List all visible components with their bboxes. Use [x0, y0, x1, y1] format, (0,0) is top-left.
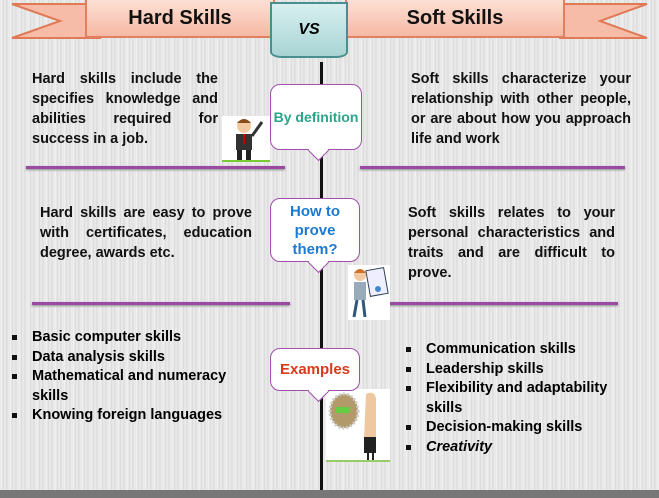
businessman-pointing-icon: [222, 116, 270, 162]
thinking-man-icon: [326, 389, 390, 462]
hard-skills-examples-list: Basic computer skills Data analysis skil…: [10, 328, 265, 426]
list-item: Mathematical and numeracy skills: [10, 367, 265, 406]
separator-line: [26, 166, 285, 169]
separator-line: [32, 302, 290, 305]
list-item: Decision-making skills: [404, 418, 614, 438]
list-item: Creativity: [404, 438, 614, 458]
hard-skills-title: Hard Skills: [85, 0, 275, 38]
soft-skills-title: Soft Skills: [345, 0, 565, 38]
list-item: Leadership skills: [404, 360, 614, 380]
examples-bubble: Examples: [270, 348, 360, 391]
by-definition-bubble: By definition: [270, 84, 362, 150]
vs-badge: VS: [270, 2, 348, 58]
list-item: Data analysis skills: [10, 348, 265, 368]
soft-skills-examples-list: Communication skills Leadership skills F…: [404, 340, 614, 457]
bottom-bar: [0, 490, 659, 498]
list-item: Communication skills: [404, 340, 614, 360]
list-item: Flexibility and adaptability skills: [404, 379, 614, 418]
man-with-certificate-icon: [348, 265, 390, 320]
separator-line: [360, 166, 625, 169]
how-to-prove-bubble: How to prove them?: [270, 198, 360, 262]
separator-line: [360, 302, 618, 305]
center-divider: [320, 62, 323, 490]
soft-prove-text: Soft skills relates to your personal cha…: [408, 205, 615, 281]
list-item: Knowing foreign languages: [10, 406, 265, 426]
hard-definition-text: Hard skills include the specifies knowle…: [32, 71, 218, 147]
list-item: Basic computer skills: [10, 328, 265, 348]
soft-definition-text: Soft skills characterize your relationsh…: [411, 71, 631, 147]
hard-prove-text: Hard skills are easy to prove with certi…: [40, 205, 252, 261]
